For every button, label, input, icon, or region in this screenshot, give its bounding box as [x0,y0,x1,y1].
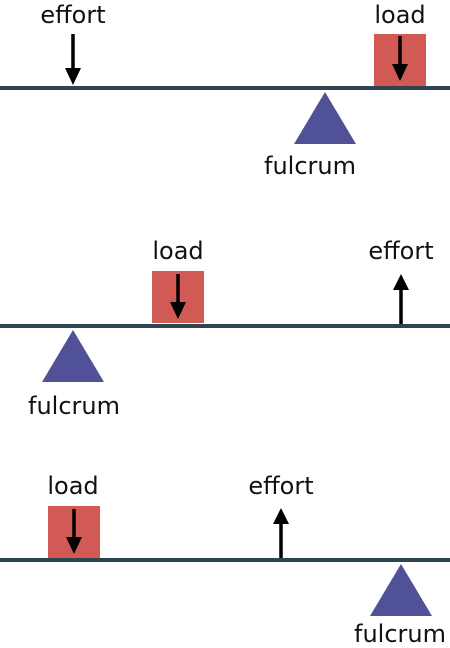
effort-label: effort [248,472,314,500]
effort-label: effort [368,237,434,265]
lever-diagram-1: effort load fulcrum [0,0,450,190]
load-label: load [152,237,204,265]
effort-arrow-down-icon [65,34,81,85]
load-arrow-down-icon [392,36,408,81]
lever-beam [0,558,450,562]
fulcrum-label: fulcrum [28,392,120,420]
fulcrum-label: fulcrum [264,152,356,180]
fulcrum-label: fulcrum [354,620,446,648]
effort-arrow-up-icon [273,508,289,558]
fulcrum-triangle-icon [370,564,432,616]
load-arrow-down-icon [170,274,186,319]
lever-beam [0,324,450,328]
fulcrum-triangle-icon [294,92,356,144]
load-label: load [374,1,426,29]
effort-arrow-up-icon [393,274,409,324]
lever-beam [0,86,450,90]
fulcrum-triangle-icon [42,330,104,382]
load-arrow-down-icon [66,509,82,554]
lever-diagram-3: load effort fulcrum [0,466,450,648]
load-label: load [47,472,99,500]
lever-diagram-2: load effort fulcrum [0,230,450,430]
effort-label: effort [40,1,106,29]
